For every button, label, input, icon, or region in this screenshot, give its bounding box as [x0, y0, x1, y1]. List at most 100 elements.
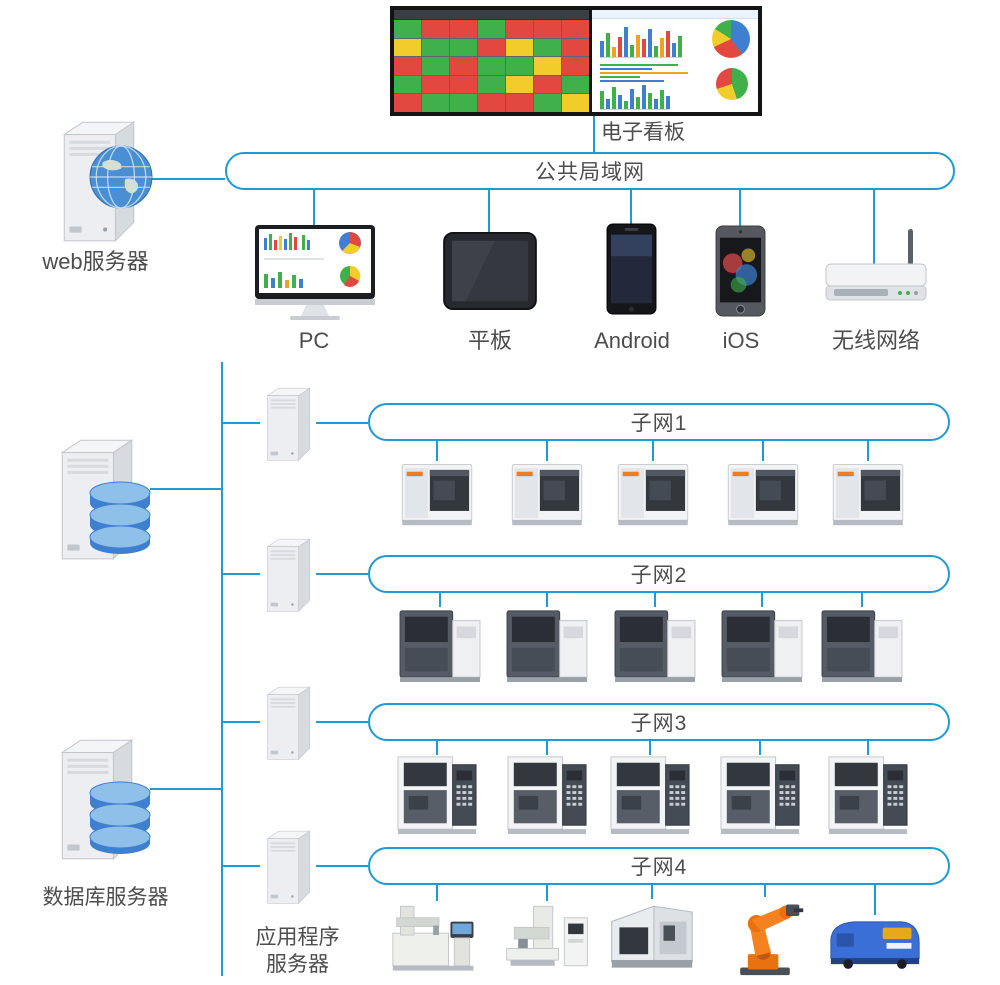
app-server-tower-icon: [260, 683, 316, 761]
connector-lan-android: [630, 190, 632, 224]
connector-subnet2-machine1: [439, 593, 441, 607]
app-server-tower-icon: [260, 827, 316, 905]
database-cylinder-icon: [86, 477, 154, 555]
connector-subnet3-machine3: [649, 741, 651, 755]
connector-lan-ios: [739, 190, 741, 226]
ios-label: iOS: [722, 328, 760, 353]
cnc-machine-icon: [399, 461, 475, 527]
cnc-machine-icon: [509, 461, 585, 527]
subnet2-label: 子网2: [630, 564, 688, 587]
app-server-label-line1: 应用程序: [255, 926, 340, 949]
connector-subnet2-machine3: [654, 593, 656, 607]
dashboard-hbar-chart: [600, 64, 704, 82]
subnet1-pill: 子网1: [368, 403, 950, 441]
dashboard-pie-1: [712, 20, 750, 58]
connector-subnet3-machine4: [759, 741, 761, 755]
subnet3-pill: 子网3: [368, 703, 950, 741]
app-server-label-line2: 服务器: [266, 953, 329, 977]
subnet4-label: 子网4: [630, 856, 688, 879]
machining-center-icon: [606, 898, 698, 974]
tablet-label: 平板: [467, 328, 512, 353]
connector-app3-subnet3: [316, 721, 368, 723]
connector-subnet4-machine5: [874, 885, 876, 915]
dashboard-bar-chart-1: [600, 22, 682, 58]
wifi-router-icon: [824, 228, 928, 308]
iphone-icon: [713, 224, 768, 318]
connector-db1-backbone: [150, 488, 223, 490]
connector-lan-tablet: [488, 190, 490, 232]
subnet3-label: 子网3: [630, 712, 688, 735]
subnet2-pill: 子网2: [368, 555, 950, 593]
dashboard-left-header: [394, 10, 589, 19]
cnc-machine-icon: [608, 753, 692, 835]
agv-icon: [827, 914, 923, 970]
connector-subnet2-machine5: [861, 593, 863, 607]
database-server-label: 数据库服务器: [42, 886, 169, 909]
connector-subnet4-machine4: [764, 885, 766, 897]
connector-subnet2-machine2: [546, 593, 548, 607]
connector-app1-subnet1: [316, 422, 368, 424]
connector-subnet4-machine2: [546, 885, 548, 901]
web-server-label: web服务器: [42, 249, 149, 274]
connector-app2-subnet2: [316, 573, 368, 575]
cnc-machine-icon: [826, 753, 910, 835]
cnc-machine-icon: [505, 753, 589, 835]
connector-app4-subnet4: [316, 865, 368, 867]
cnc-machine-icon: [395, 753, 479, 835]
connector-subnet1-machine3: [652, 441, 654, 461]
connector-subnet1-machine5: [867, 441, 869, 461]
connector-db2-backbone: [150, 788, 223, 790]
cnc-machine-icon: [830, 461, 906, 527]
robot-arm-icon: [723, 896, 807, 978]
connector-lan-pc: [313, 190, 315, 226]
cnc-machine-icon: [718, 753, 802, 835]
connector-subnet3-machine2: [546, 741, 548, 755]
connector-backbone-app2: [223, 573, 260, 575]
connector-dashboard-lan: [593, 116, 595, 152]
dashboard-charts-panel: [592, 10, 758, 112]
connector-subnet1-machine1: [436, 441, 438, 461]
lan-network-pill: 公共局域网: [225, 152, 955, 190]
subnet4-pill: 子网4: [368, 847, 950, 885]
dashboard-screen: [390, 6, 762, 116]
connector-subnet4-machine1: [436, 885, 438, 901]
dashboard-bar-chart-2: [600, 80, 670, 110]
cnc-machine-icon: [612, 605, 698, 683]
cnc-machine-icon: [397, 605, 483, 683]
grinding-machine-icon: [499, 900, 595, 974]
cnc-machine-icon: [615, 461, 691, 527]
app-server-tower-icon: [260, 384, 316, 462]
connector-webserver-lan: [152, 178, 225, 180]
wire-edm-machine-icon: [389, 900, 485, 974]
dashboard-status-panel: [394, 10, 589, 112]
connector-subnet3-machine5: [867, 741, 869, 755]
cnc-machine-icon: [725, 461, 801, 527]
subnet1-label: 子网1: [630, 412, 688, 435]
lan-network-label: 公共局域网: [535, 161, 645, 184]
cnc-machine-icon: [819, 605, 905, 683]
backbone-line: [221, 362, 223, 976]
connector-subnet1-machine4: [762, 441, 764, 461]
app-server-tower-icon: [260, 535, 316, 613]
connector-lan-router: [873, 190, 875, 264]
dashboard-pie-2: [716, 68, 748, 100]
android-label: Android: [594, 328, 670, 353]
pc-label: PC: [298, 328, 330, 353]
dashboard-right-header: [592, 10, 758, 19]
tablet-icon: [441, 230, 539, 312]
connector-subnet1-machine2: [546, 441, 548, 461]
connector-backbone-app1: [223, 422, 260, 424]
pc-monitor-icon: [254, 224, 376, 322]
connector-backbone-app4: [223, 865, 260, 867]
connector-subnet4-machine3: [651, 885, 653, 899]
wireless-label: 无线网络: [831, 328, 920, 353]
dashboard-label: 电子看板: [601, 121, 685, 144]
cnc-machine-icon: [719, 605, 805, 683]
android-phone-icon: [604, 222, 659, 316]
database-cylinder-icon: [86, 777, 154, 855]
connector-backbone-app3: [223, 721, 260, 723]
dashboard-grid: [394, 20, 589, 112]
globe-icon: [88, 144, 154, 210]
connector-subnet2-machine4: [761, 593, 763, 607]
